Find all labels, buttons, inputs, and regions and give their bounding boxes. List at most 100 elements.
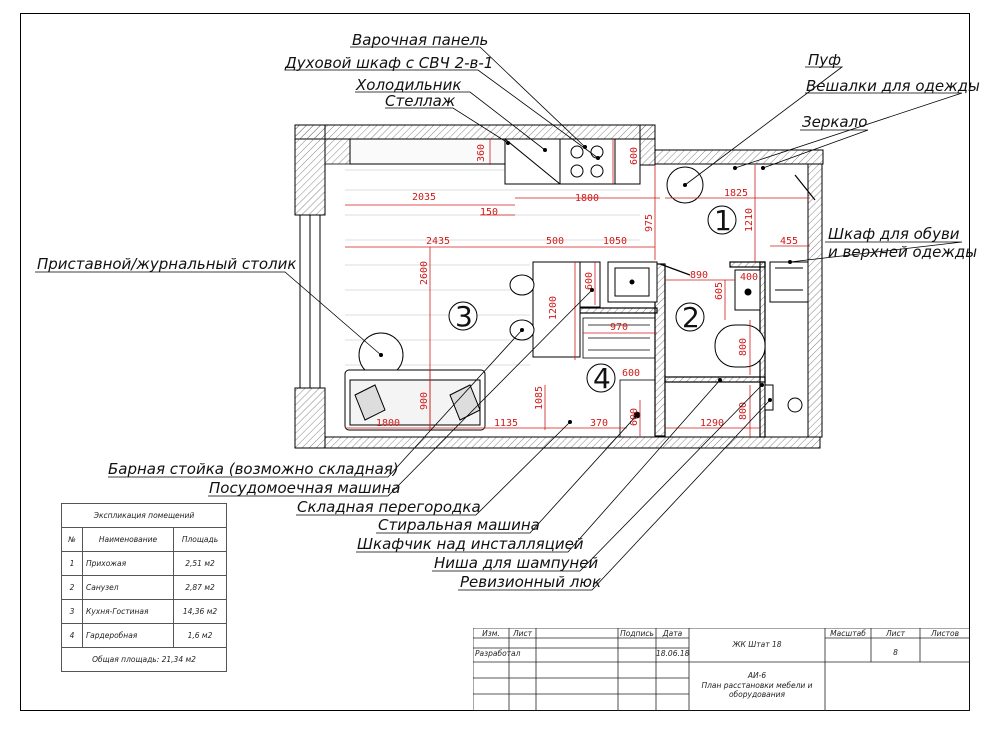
callout-bar-counter: Барная стойка (возможно складная) (108, 460, 399, 478)
stamp-date: 18.06.18 (656, 649, 690, 658)
dim-600-wardrobe: 600 (622, 368, 640, 379)
dim-900: 900 (419, 392, 430, 410)
stamp-h-sheets: Листов (930, 629, 959, 638)
stamp-h-izm: Изм. (482, 629, 500, 638)
dim-605: 605 (714, 282, 725, 300)
dim-1050: 1050 (603, 236, 627, 247)
shelf-unit (349, 138, 506, 165)
wardrobe-shelves (582, 317, 656, 438)
leader-lines (35, 46, 963, 591)
callout-dishwasher: Посудомоечная машина (209, 479, 401, 497)
callout-shampoo-niche: Ниша для шампуней (434, 554, 599, 572)
explication-title: Экспликация помещений (61, 503, 227, 528)
row-area: 2,51 м2 (173, 551, 227, 576)
stamp-code: АИ-6 (747, 671, 767, 680)
row-num: 1 (61, 551, 83, 576)
dim-2035: 2035 (412, 192, 436, 203)
dim-455: 455 (780, 236, 798, 247)
dim-400: 400 (740, 272, 758, 283)
room-3: 3 (455, 300, 473, 333)
callout-mirror: Зеркало (802, 113, 868, 131)
dim-1825: 1825 (724, 188, 748, 199)
dim-1290: 1290 (700, 418, 724, 429)
row-name: Кухня-Гостиная (82, 599, 174, 624)
dim-150: 150 (480, 207, 498, 218)
dim-1200: 1200 (548, 296, 559, 320)
explication-header-area: Площадь (173, 527, 227, 552)
dim-600-washer: 600 (629, 408, 640, 426)
callout-pouf: Пуф (808, 51, 841, 69)
room-numbers: 1 2 3 4 (448, 204, 737, 395)
inspection-hatch (764, 384, 774, 411)
title-block: Изм. Лист Подпись Дата Разработал 18.06.… (473, 628, 970, 711)
row-name: Прихожая (82, 551, 174, 576)
dim-1135: 1135 (494, 418, 518, 429)
shower-drain (787, 397, 803, 413)
room-1: 1 (714, 204, 732, 237)
stamp-project: ЖК Штат 18 (732, 640, 782, 649)
room-4: 4 (593, 362, 611, 395)
explication-table: Экспликация помещений № Наименование Пло… (61, 503, 227, 672)
row-name: Гардеробная (82, 623, 174, 648)
dim-2600: 2600 (419, 261, 430, 285)
stamp-sheet-no: 8 (893, 648, 898, 657)
table-row: 3 Кухня-Гостиная 14,36 м2 (61, 599, 227, 624)
dim-1800: 1800 (575, 193, 599, 204)
callout-hob: Варочная панель (352, 31, 489, 49)
stamp-sheet-title: План расстановки мебели и оборудования (701, 681, 813, 699)
explication-total: Общая площадь: 21,34 м2 (61, 647, 227, 672)
dim-975: 975 (644, 214, 655, 232)
table-row: 4 Гардеробная 1,6 м2 (61, 623, 227, 648)
dim-1210: 1210 (744, 208, 755, 232)
kitchen-cabinet (614, 138, 641, 185)
dim-800-toilet: 800 (738, 338, 749, 356)
callout-folding-partition: Складная перегородка (297, 498, 481, 516)
row-area: 2,87 м2 (173, 575, 227, 600)
row-name: Санузел (82, 575, 174, 600)
row-area: 14,36 м2 (173, 599, 227, 624)
stamp-h-sign: Подпись (620, 629, 654, 638)
leader-dots (379, 141, 792, 424)
stamp-developed: Разработал (475, 649, 521, 658)
callout-installation-cabinet: Шкафчик над инсталляцией (357, 535, 584, 553)
toilet (714, 324, 766, 368)
dim-360: 360 (476, 144, 487, 162)
explication-header-num: № (61, 527, 83, 552)
callout-wardrobe-line1: Шкаф для обуви (828, 225, 960, 243)
callout-oven: Духовой шкаф с СВЧ 2-в-1 (285, 54, 494, 72)
callout-hangers: Вешалки для одежды (806, 77, 980, 95)
dim-1085: 1085 (534, 386, 545, 410)
dim-500: 500 (546, 236, 564, 247)
callout-washing-machine: Стиральная машина (378, 516, 540, 534)
dim-800-niche: 800 (738, 402, 749, 420)
callout-coffee-table: Приставной/журнальный столик (37, 255, 297, 273)
title-block-grid (473, 628, 970, 711)
room-2: 2 (682, 301, 700, 334)
sheet-frame (20, 13, 970, 711)
row-area: 1,6 м2 (173, 623, 227, 648)
dim-600-dishwasher: 600 (584, 272, 595, 290)
stamp-h-date: Дата (662, 629, 683, 638)
window (299, 215, 321, 388)
row-num: 4 (61, 623, 83, 648)
row-num: 3 (61, 599, 83, 624)
dim-890: 890 (690, 270, 708, 281)
callout-wardrobe-line2: и верхней одежды (828, 243, 978, 261)
stamp-h-sheet: Лист (885, 629, 905, 638)
explication-header-name: Наименование (82, 527, 174, 552)
row-num: 2 (61, 575, 83, 600)
dim-970: 970 (610, 322, 628, 333)
table-row: 1 Прихожая 2,51 м2 (61, 551, 227, 576)
bar-stools (509, 274, 535, 341)
stamp-h-list: Лист (512, 629, 532, 638)
dim-2435: 2435 (426, 236, 450, 247)
dim-600: 600 (629, 147, 640, 165)
stamp-h-scale: Масштаб (830, 629, 866, 638)
oven (559, 138, 616, 185)
dim-370: 370 (590, 418, 608, 429)
callout-inspection-hatch: Ревизионный люк (460, 573, 602, 591)
table-row: 2 Санузел 2,87 м2 (61, 575, 227, 600)
dim-1800-sofa: 1800 (376, 418, 400, 429)
callout-shelf: Стеллаж (385, 92, 456, 110)
